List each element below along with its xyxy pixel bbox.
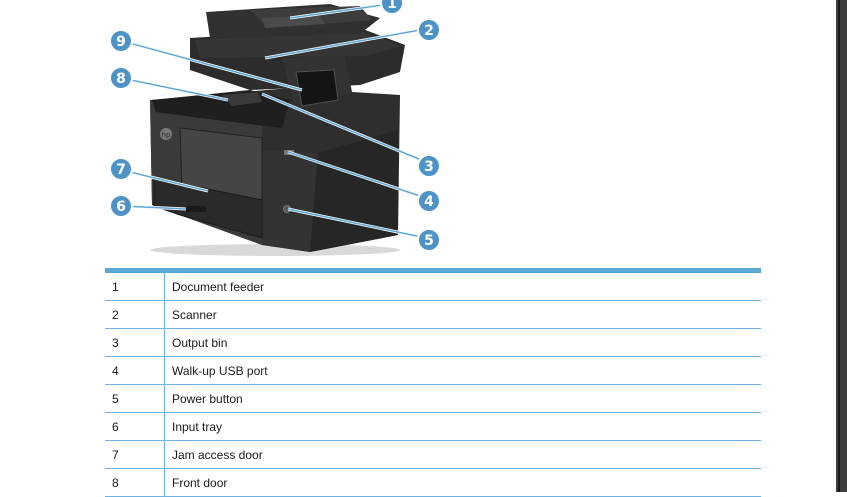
svg-text:4: 4 <box>424 194 434 210</box>
row-number: 2 <box>105 300 165 329</box>
svg-text:hp: hp <box>162 131 171 139</box>
table-row: 7 Jam access door <box>105 440 761 469</box>
parts-table: 1 Document feeder 2 Scanner 3 Output bin… <box>105 268 761 497</box>
svg-text:9: 9 <box>116 34 126 50</box>
table-row: 4 Walk-up USB port <box>105 356 761 385</box>
row-number: 4 <box>105 356 165 385</box>
row-number: 1 <box>105 273 165 301</box>
row-number: 5 <box>105 384 165 413</box>
svg-text:6: 6 <box>116 199 126 215</box>
callout-9: 9 <box>109 29 133 53</box>
callout-1: 1 <box>380 0 404 15</box>
row-label: Front door <box>164 468 761 497</box>
control-panel <box>295 69 339 107</box>
row-number: 3 <box>105 328 165 357</box>
leader-lines <box>120 4 427 239</box>
row-label: Document feeder <box>164 273 761 301</box>
row-label: Scanner <box>164 300 761 329</box>
callout-3: 3 <box>417 154 441 178</box>
table-row: 6 Input tray <box>105 412 761 441</box>
svg-text:8: 8 <box>116 71 126 87</box>
row-label: Jam access door <box>164 440 761 469</box>
callout-4: 4 <box>417 189 441 213</box>
row-label: Output bin <box>164 328 761 357</box>
callout-2: 2 <box>417 18 441 42</box>
printer-illustration: hp 1 2 3 4 5 <box>109 0 441 256</box>
table-row: 3 Output bin <box>105 328 761 357</box>
callout-8: 8 <box>109 66 133 90</box>
tray-foot <box>186 206 206 212</box>
svg-text:5: 5 <box>424 233 434 249</box>
table-row: 5 Power button <box>105 384 761 413</box>
page-edge-shadow <box>836 0 847 492</box>
svg-text:2: 2 <box>424 23 434 39</box>
floor-shadow <box>150 244 400 256</box>
table-row: 2 Scanner <box>105 300 761 329</box>
svg-text:1: 1 <box>387 0 397 12</box>
callout-6: 6 <box>109 194 133 218</box>
svg-text:7: 7 <box>116 162 126 178</box>
table-top-rule <box>105 268 761 273</box>
bin-slot <box>222 92 262 106</box>
row-number: 6 <box>105 412 165 441</box>
table-row: 1 Document feeder <box>105 273 761 301</box>
table-row: 8 Front door <box>105 468 761 497</box>
callout-7: 7 <box>109 157 133 181</box>
row-number: 7 <box>105 440 165 469</box>
callout-5: 5 <box>417 228 441 252</box>
row-label: Input tray <box>164 412 761 441</box>
row-label: Walk-up USB port <box>164 356 761 385</box>
input-tray <box>153 177 263 239</box>
row-label: Power button <box>164 384 761 413</box>
svg-text:3: 3 <box>424 159 434 175</box>
row-number: 8 <box>105 468 165 497</box>
hp-logo-icon: hp <box>160 128 172 140</box>
page-edge-line <box>838 0 840 492</box>
